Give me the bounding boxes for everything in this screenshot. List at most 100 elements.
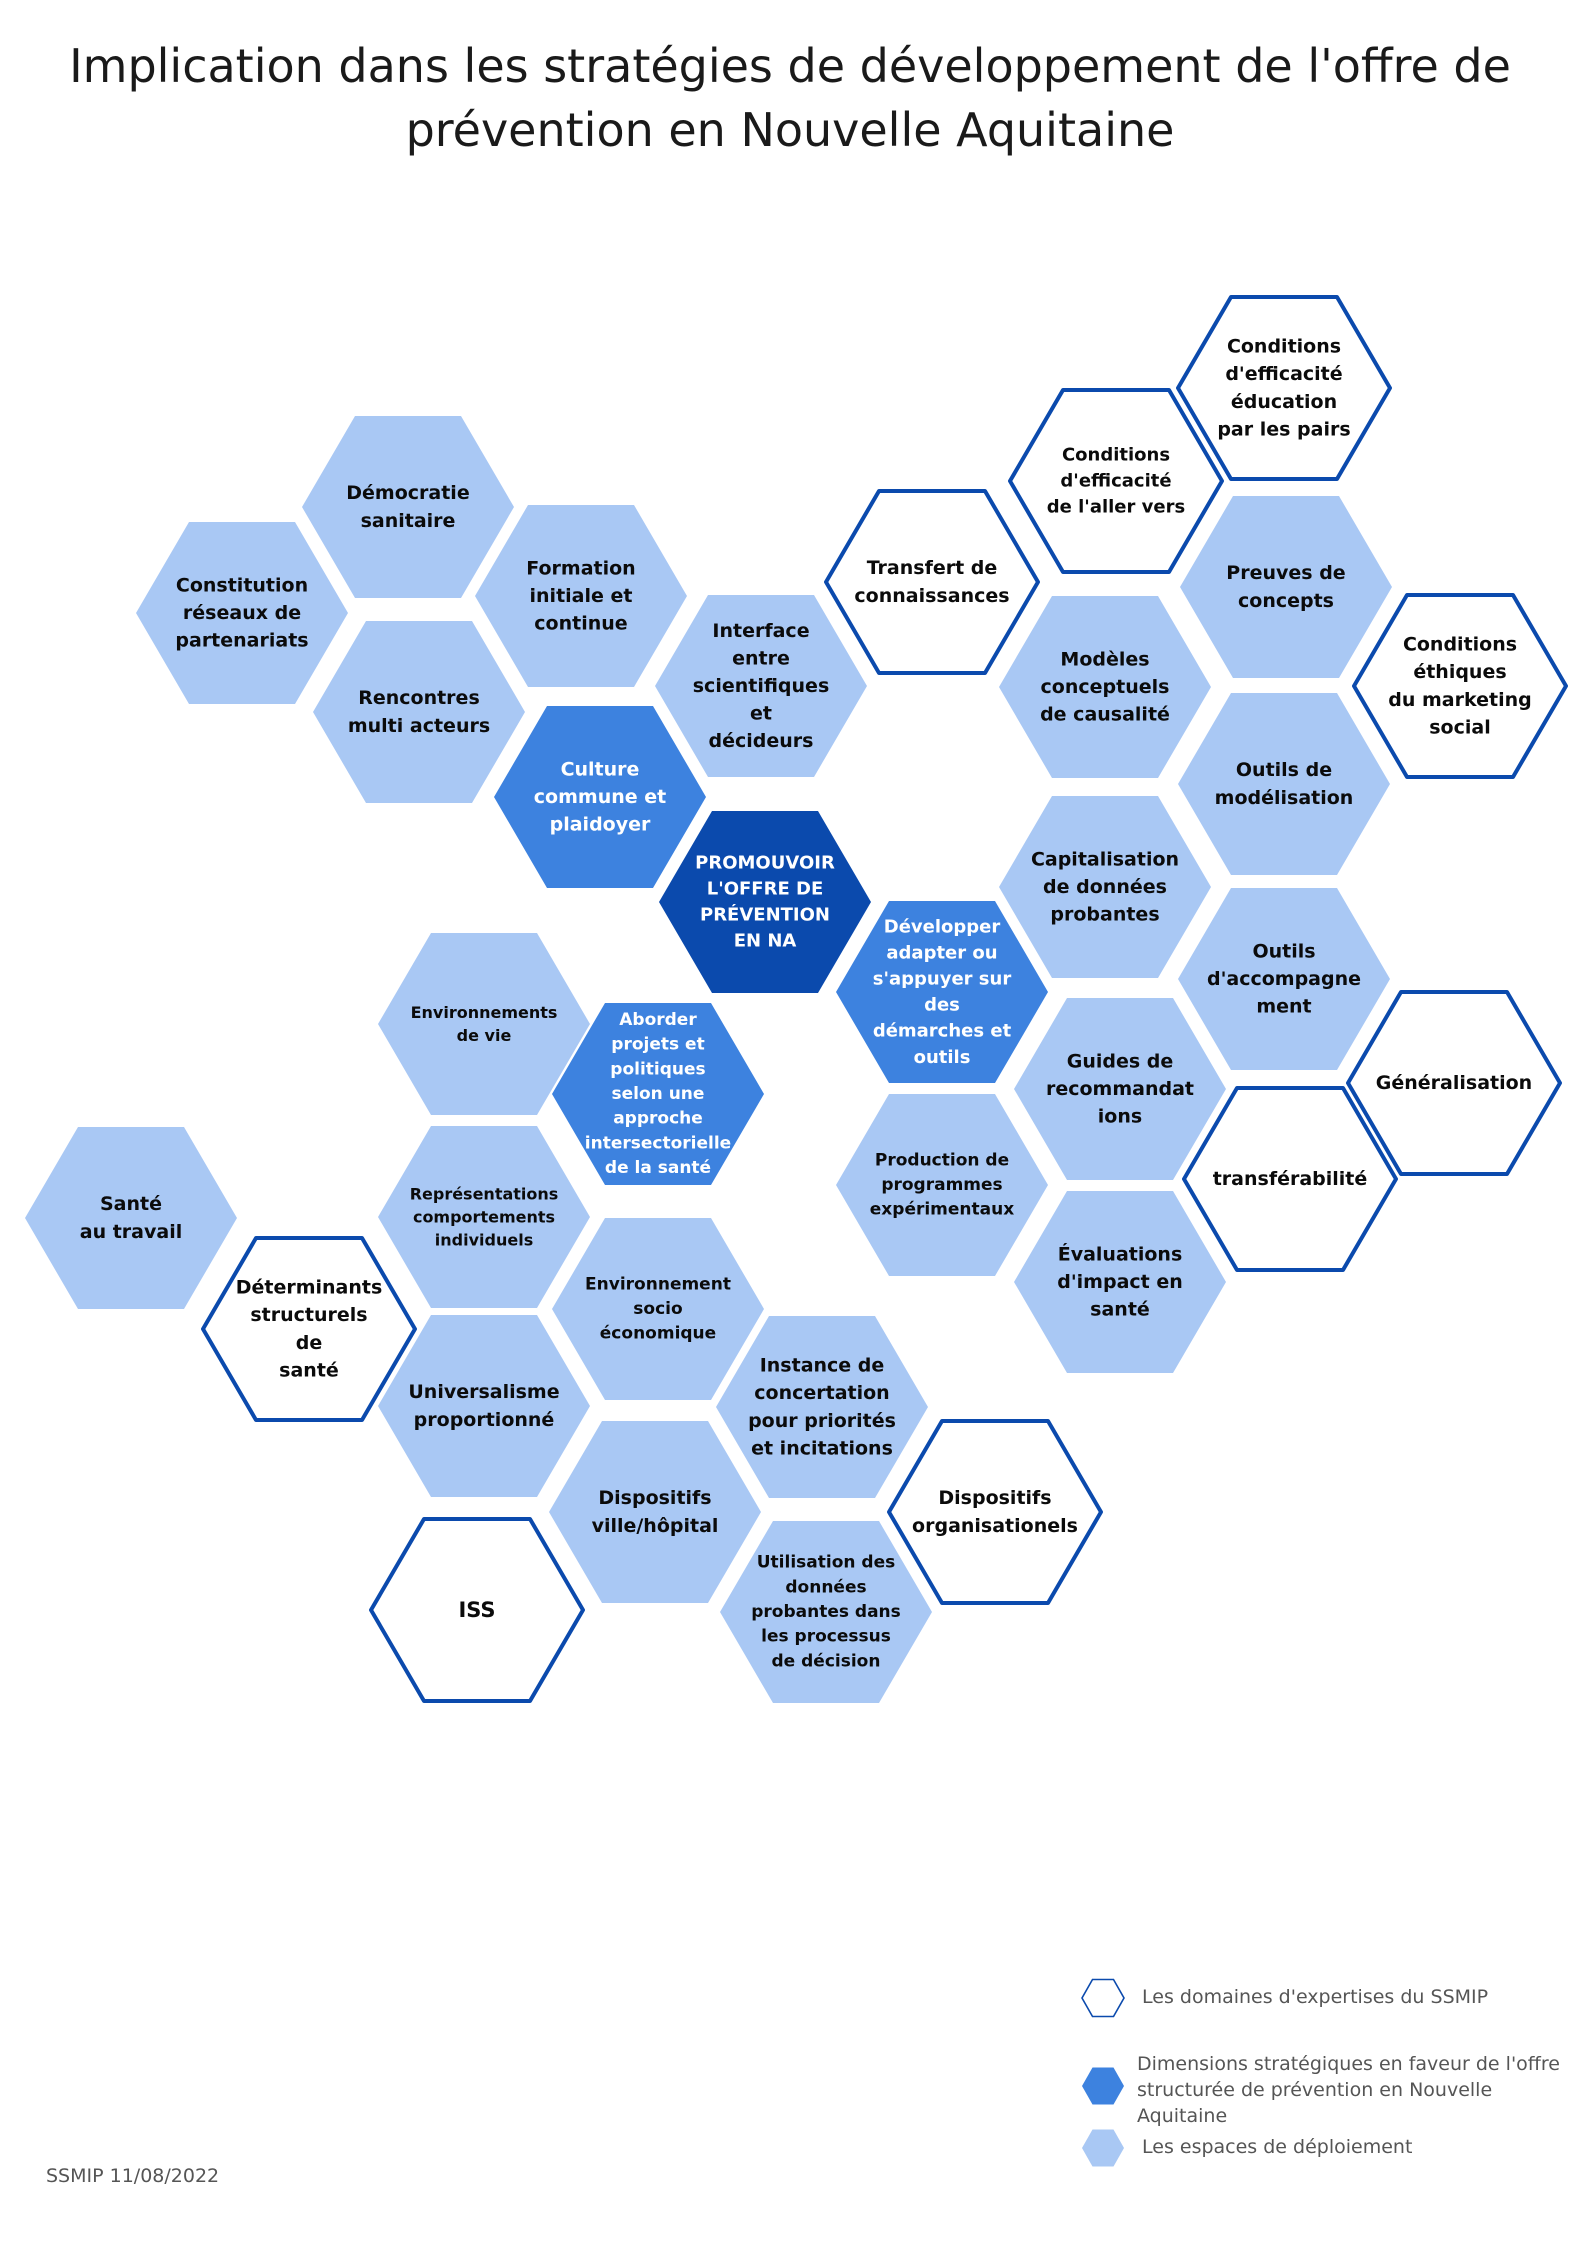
hexagon-shape-light xyxy=(1178,888,1390,1070)
title-line-2: prévention en Nouvelle Aquitaine xyxy=(405,103,1175,157)
hexagon-label: de vie xyxy=(457,1026,512,1045)
hexagon-shape-light xyxy=(302,416,514,598)
hexagon-label: adapter ou xyxy=(886,942,997,963)
hexagon-label: transférabilité xyxy=(1213,1168,1368,1190)
hexagon-label: Interface xyxy=(712,620,809,642)
medium-hexagon-icon xyxy=(1082,2067,1124,2105)
hexagon-shape-light xyxy=(999,796,1211,978)
hexagon-label: et incitations xyxy=(751,1437,893,1459)
hexagon-label: Outils xyxy=(1252,940,1315,962)
hexagon-label: Transfert de xyxy=(867,557,998,579)
page-title: Implication dans les stratégies de dével… xyxy=(60,34,1520,162)
hexagon-label: proportionné xyxy=(414,1409,555,1431)
hexagon-label: Environnements xyxy=(411,1003,558,1022)
hexagon-shape-light xyxy=(378,1315,590,1497)
title-line-1: Implication dans les stratégies de dével… xyxy=(69,39,1511,93)
hexagon-label: et xyxy=(750,703,772,725)
hexagon-shape-light xyxy=(1014,998,1226,1180)
hexagon-label: approche xyxy=(613,1109,703,1129)
hexagon-label: Constitution xyxy=(176,574,308,596)
hexagon-label: de données xyxy=(1043,876,1167,898)
hexagon-label: Culture xyxy=(561,758,640,780)
hexagon-label: ions xyxy=(1098,1106,1142,1128)
footer-credit: SSMIP 11/08/2022 xyxy=(46,2165,220,2187)
hexagon-label: par les pairs xyxy=(1217,418,1350,440)
hexagon-label: Preuves de xyxy=(1226,562,1345,584)
hexagon-label: partenariats xyxy=(175,630,308,652)
hexagon-shape-light xyxy=(655,595,867,777)
hexagon-label: ment xyxy=(1256,996,1311,1018)
hexagon-label: Généralisation xyxy=(1376,1072,1532,1094)
hexagon-label: de l'aller vers xyxy=(1047,497,1185,518)
hexagon-label: continue xyxy=(534,613,627,635)
hexagon-label: PROMOUVOIR xyxy=(695,852,835,873)
hexagon-label: de décision xyxy=(772,1651,881,1671)
hexagon-label: Outils de xyxy=(1236,759,1332,781)
hexagon-label: Conditions xyxy=(1403,634,1517,656)
hexagon-shape-light xyxy=(549,1421,761,1603)
hexagon-label: ISS xyxy=(458,1598,495,1622)
hexagon-label: Aborder xyxy=(619,1010,697,1030)
hexagon-label: outils xyxy=(914,1047,971,1068)
hexagon-label: d'impact en xyxy=(1057,1271,1183,1293)
hexagon-label: plaidoyer xyxy=(550,814,651,836)
hexagon-label: comportements xyxy=(413,1208,555,1227)
hexagon-label: santé xyxy=(279,1359,339,1381)
hexagon-label: Représentations xyxy=(410,1184,559,1203)
hexagon-label: organisationels xyxy=(912,1515,1078,1537)
hexagon-shape-light xyxy=(378,1126,590,1308)
hexagon-shape-light xyxy=(836,1094,1048,1276)
hexagon-label: concertation xyxy=(754,1382,889,1404)
hexagon-instance: Instance de concertation pour priorités et … xyxy=(716,1316,928,1498)
hexagon-shape-outline xyxy=(887,1419,1103,1605)
hexagon-label: Environnement xyxy=(585,1274,731,1294)
hexagon-shape-light xyxy=(378,933,590,1115)
hexagon-label: politiques xyxy=(610,1059,705,1079)
hexagon-label: démarches et xyxy=(873,1021,1012,1042)
hexagon-shape-light xyxy=(1014,1191,1226,1373)
hexagon-label: entre xyxy=(732,647,790,669)
hexagon-label: Conditions xyxy=(1227,336,1341,358)
hexagon-label: socio xyxy=(633,1299,682,1319)
hexagon-label: ville/hôpital xyxy=(592,1515,719,1537)
hexagon-label: pour priorités xyxy=(748,1410,896,1432)
hexagon-label: Instance de xyxy=(760,1355,885,1377)
hexagon-transferabilite: transférabilité xyxy=(1182,1086,1398,1272)
hexagon-label: L'OFFRE DE xyxy=(707,878,824,899)
hexagon-label: économique xyxy=(600,1324,716,1344)
hexagon-label: modélisation xyxy=(1215,787,1354,809)
hexagon-shape-medium xyxy=(494,706,706,888)
hexagon-label: Universalisme xyxy=(408,1381,559,1403)
hexagon-shape-light xyxy=(313,621,525,803)
hexagon-label: conceptuels xyxy=(1041,676,1170,698)
hexagon-label: social xyxy=(1429,716,1490,738)
hexagon-label: recommandat xyxy=(1046,1078,1194,1100)
hexagon-label: EN NA xyxy=(734,931,797,952)
hexagon-shape-outline xyxy=(1008,388,1224,574)
hexagon-label: Production de xyxy=(875,1150,1009,1170)
hexagon-shape-outline xyxy=(824,489,1040,675)
hexagon-shape-dark xyxy=(659,811,871,993)
hexagon-shape-medium xyxy=(552,1003,764,1185)
hexagon-label: des xyxy=(924,995,960,1016)
hexagon-label: programmes xyxy=(881,1175,1002,1195)
